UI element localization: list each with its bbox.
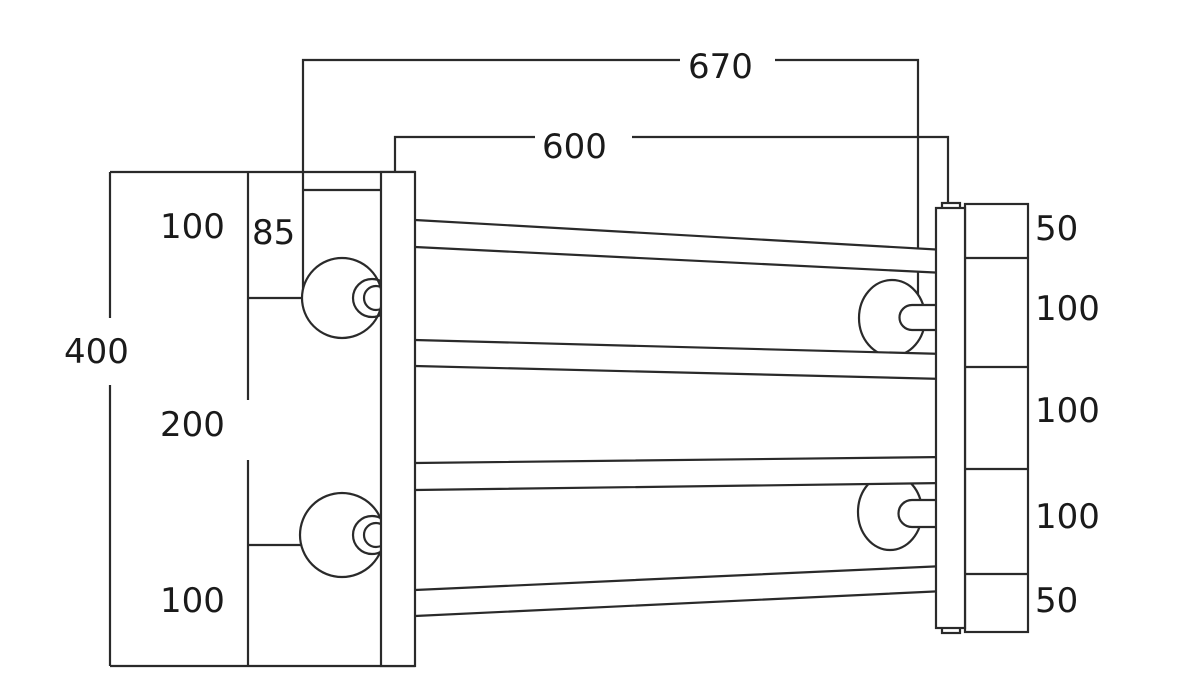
label-left-200: 200 <box>160 405 225 445</box>
dim-600-left <box>393 135 535 172</box>
dim-670-left <box>301 58 680 298</box>
label-600: 600 <box>542 127 607 167</box>
wall-mount-upper <box>300 256 384 340</box>
label-85: 85 <box>252 213 295 253</box>
pivot-bar <box>934 206 967 630</box>
towel-tube <box>414 564 959 618</box>
label-right-100-b: 100 <box>1035 391 1100 431</box>
rail-tubes <box>414 218 960 618</box>
label-left-100-bottom: 100 <box>160 581 225 621</box>
left-mounts <box>298 256 393 579</box>
label-670: 670 <box>688 47 753 87</box>
wall-mount-lower <box>298 491 386 579</box>
label-right-100-c: 100 <box>1035 497 1100 537</box>
dim-600-right <box>632 135 950 205</box>
label-right-50-bottom: 50 <box>1035 581 1078 621</box>
towel-tube <box>414 218 958 275</box>
joint-stub <box>898 303 936 332</box>
label-right-100-a: 100 <box>1035 289 1100 329</box>
joint-stub <box>897 498 936 529</box>
label-400: 400 <box>64 332 129 372</box>
label-right-50-top: 50 <box>1035 209 1078 249</box>
dim-right-box <box>963 202 1030 634</box>
right-joints <box>856 278 936 552</box>
dimension-lines <box>108 58 1030 668</box>
wall-plate <box>379 170 417 668</box>
dim-670-right <box>775 58 920 305</box>
label-left-100-top: 100 <box>160 207 225 247</box>
